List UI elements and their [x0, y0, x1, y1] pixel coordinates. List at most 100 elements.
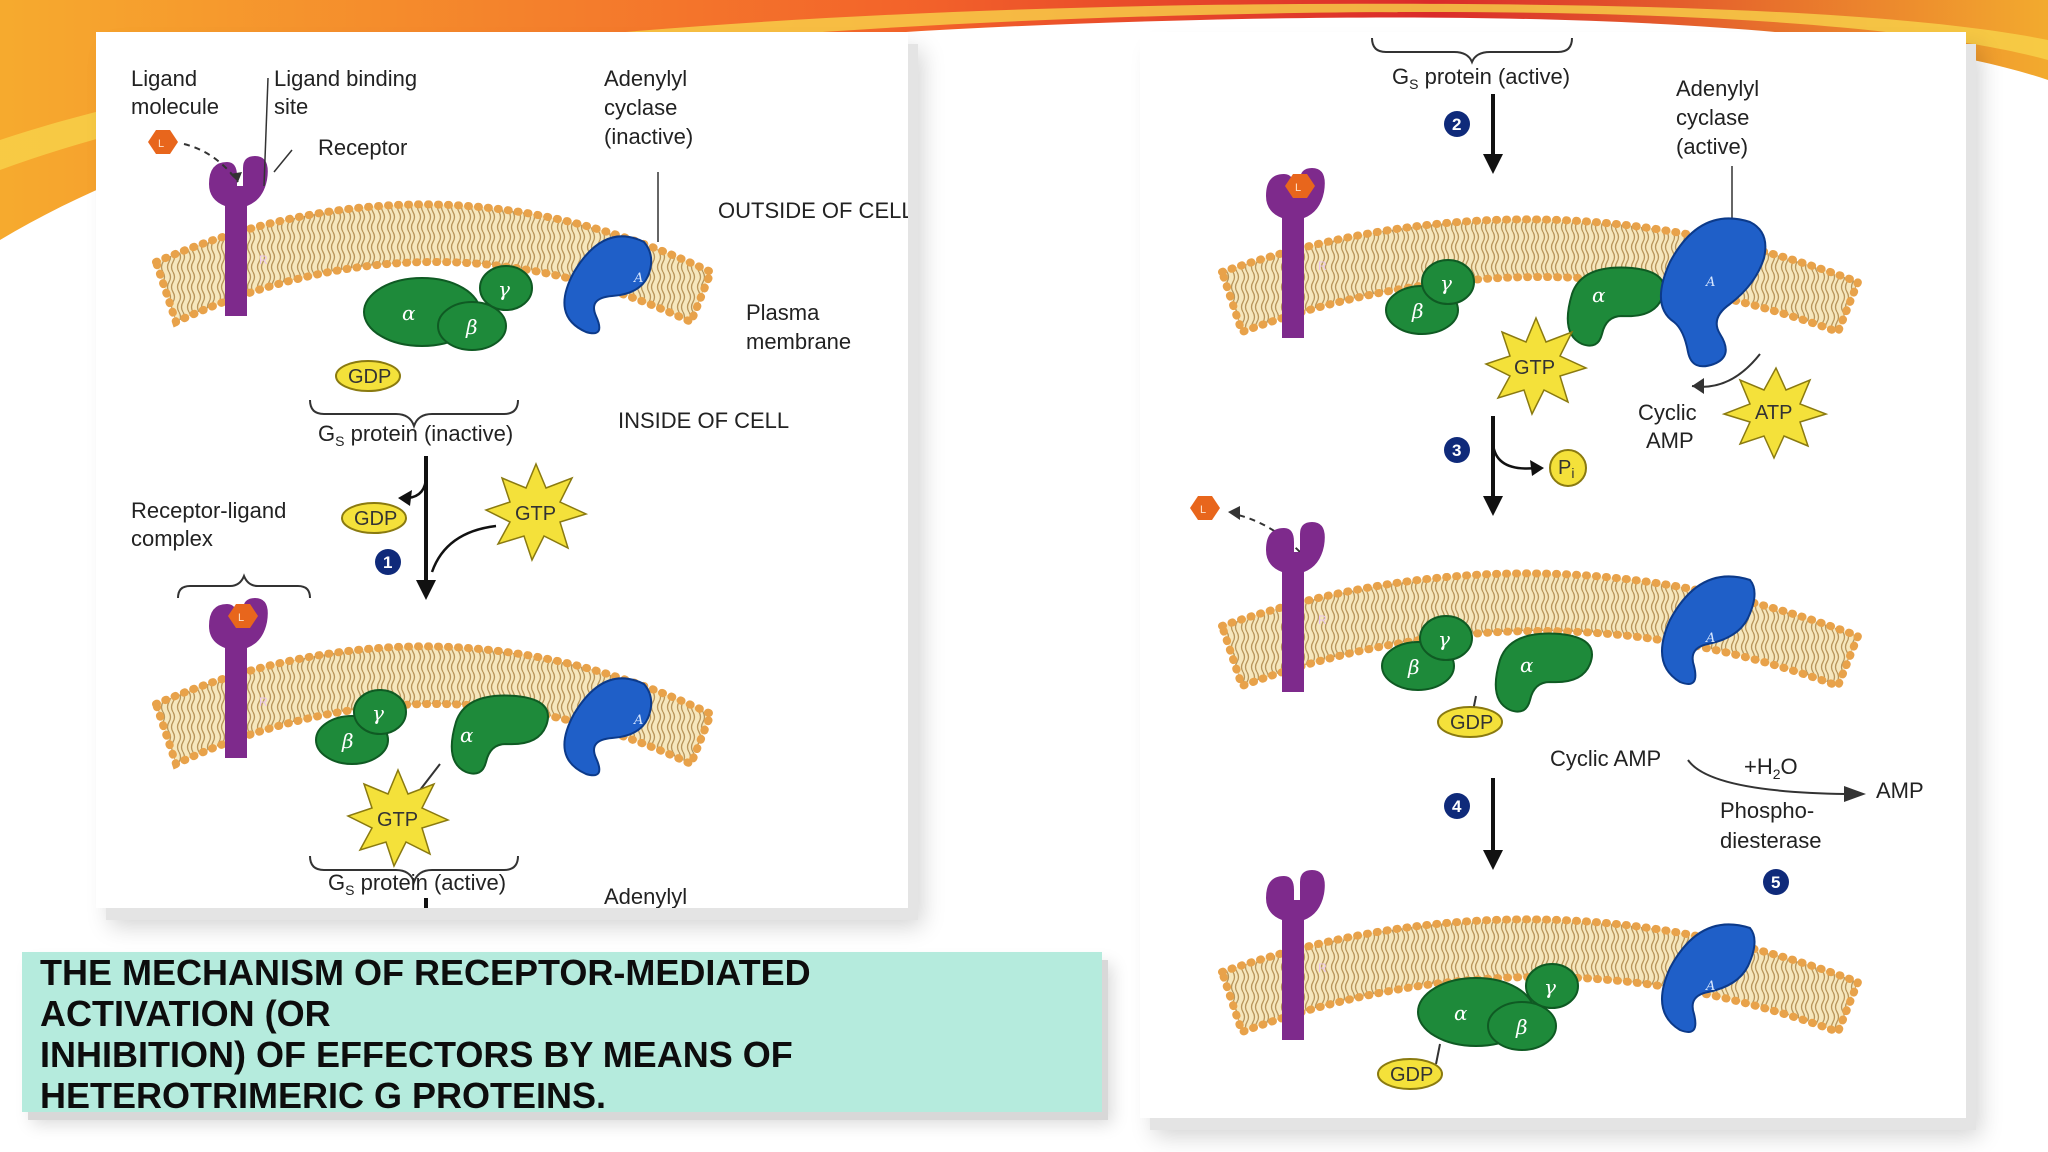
gamma-tag-1: γ [498, 277, 510, 301]
label-phosphodiesterase-1: Phospho- [1720, 798, 1814, 823]
brace-gs-active [309, 855, 519, 886]
svg-text:ATP: ATP [1755, 402, 1792, 424]
adenylyl-cyclase-inactive: A [563, 172, 659, 335]
gdp-token-4: GDP [1377, 1043, 1443, 1090]
g-alpha-right-2: α [1494, 632, 1593, 713]
svg-text:GTP: GTP [1514, 357, 1555, 379]
svg-text:R: R [1318, 259, 1327, 273]
svg-text:GTP: GTP [377, 809, 418, 831]
svg-text:β: β [1515, 1015, 1528, 1039]
gtp-burst-1: GTP [484, 462, 589, 562]
svg-text:4: 4 [1452, 797, 1462, 816]
gdp-token-1: GDP [335, 360, 401, 392]
svg-text:2: 2 [1452, 115, 1461, 134]
label-cyclic-amp: Cyclic AMP [1550, 746, 1661, 771]
label-adenylyl-active-3: (active) [1676, 134, 1748, 159]
ligand-released: L [1190, 496, 1301, 553]
svg-text:α: α [1454, 1001, 1468, 1025]
label-receptor-ligand-1: Receptor-ligand [131, 498, 286, 523]
svg-text:Pi: Pi [1558, 457, 1574, 481]
beta-tag-2: β [341, 729, 354, 753]
caption-title: THE MECHANISM OF RECEPTOR-MEDIATED ACTIV… [40, 952, 1090, 1116]
label-receptor-ligand-2: complex [131, 526, 213, 551]
gtp-burst-2: GTP [346, 763, 451, 868]
svg-text:A: A [633, 713, 643, 728]
label-plasma-membrane-1: Plasma [746, 300, 820, 325]
plasma-membrane-bottom [151, 642, 717, 770]
receptor-bottom: L R [209, 598, 268, 758]
svg-text:A: A [1705, 631, 1715, 646]
g-protein-reassembled: α β γ [1417, 963, 1579, 1051]
label-cyclic-amp-stack-2: AMP [1646, 428, 1694, 453]
label-amp: AMP [1876, 778, 1924, 803]
left-diagram-panel: R L α β γ GDP A Ligand [96, 32, 908, 908]
brace-gs-inactive [309, 399, 519, 430]
caption-line-2: ACTIVATION (OR [40, 993, 331, 1034]
svg-text:GDP: GDP [1390, 1064, 1433, 1086]
label-plasma-membrane-2: membrane [746, 329, 851, 354]
label-gs-active-right: GS protein (active) [1392, 64, 1570, 92]
caption-line-3: INHIBITION) OF EFFECTORS BY MEANS OF [40, 1034, 793, 1075]
label-inside-of-cell: INSIDE OF CELL [618, 408, 789, 433]
g-alpha-right-1: α [1566, 266, 1665, 347]
receptor-right-3: R [1266, 870, 1327, 1040]
svg-text:L: L [1295, 182, 1301, 194]
g-beta-gamma-right-1: β γ [1385, 259, 1475, 335]
svg-text:GDP: GDP [354, 508, 397, 530]
alpha-tag-1: α [402, 301, 416, 325]
svg-text:R: R [1318, 961, 1327, 975]
svg-text:R: R [1318, 613, 1327, 627]
gamma-tag-2: γ [372, 701, 384, 725]
adenylyl-cyclase-bottom: A [563, 677, 653, 777]
plasma-membrane-top [151, 200, 717, 328]
ligand-tag: L [158, 138, 164, 150]
label-outside-of-cell: OUTSIDE OF CELL [718, 198, 908, 223]
svg-text:GDP: GDP [1450, 712, 1493, 734]
phosphate-token: Pi [1549, 449, 1587, 487]
label-binding-site-1: Ligand binding [274, 66, 417, 91]
svg-text:GTP: GTP [515, 503, 556, 525]
gdp-token-2: GDP [341, 502, 407, 534]
label-binding-site-2: site [274, 94, 308, 119]
ligand-tag-bound: L [238, 612, 244, 624]
label-cyclic-amp-stack-1: Cyclic [1638, 400, 1697, 425]
receptor-tag-top: R [259, 253, 268, 267]
label-adenylyl-active-1: Adenylyl [1676, 76, 1759, 101]
beta-tag-1: β [465, 315, 478, 339]
alpha-tag-2: α [460, 723, 474, 747]
atp-burst: ATP [1721, 366, 1829, 460]
label-h2o: +H2O [1744, 754, 1798, 782]
hydrolysis-arrow [1687, 759, 1847, 795]
label-ligand-molecule-2: molecule [131, 94, 219, 119]
label-ligand-molecule-1: Ligand [131, 66, 197, 91]
adenylyl-cyclase-active: A [1659, 217, 1767, 368]
svg-text:A: A [1705, 275, 1715, 290]
step-badge-5: 5 [1763, 869, 1789, 895]
brace-receptor-ligand [177, 573, 311, 599]
gdp-token-3: GDP [1437, 695, 1503, 738]
adenylyl-cyclase-right-3: A [1661, 923, 1756, 1033]
label-adenylyl-1: Adenylyl [604, 66, 687, 91]
svg-text:1: 1 [383, 553, 392, 572]
brace-gs-active-right [1371, 37, 1573, 65]
svg-text:GDP: GDP [348, 366, 391, 388]
svg-text:β: β [1411, 299, 1424, 323]
caption-line-4: HETEROTRIMERIC G PROTEINS. [40, 1075, 607, 1116]
ligand-free: L [148, 130, 242, 183]
receptor-tag-bottom: R [259, 695, 268, 709]
label-gs-active-left: GS protein (active) [328, 870, 506, 898]
svg-text:γ: γ [1440, 271, 1452, 295]
step-badge-2: 2 [1444, 111, 1470, 137]
svg-text:γ: γ [1544, 975, 1556, 999]
svg-text:5: 5 [1771, 873, 1780, 892]
label-adenylyl-3: (inactive) [604, 124, 693, 149]
svg-text:L: L [1200, 504, 1206, 516]
step-badge-4: 4 [1444, 793, 1470, 819]
g-beta-gamma-dissociated: β γ [315, 689, 407, 765]
svg-text:A: A [1705, 979, 1715, 994]
receptor-right-1: L R [1266, 168, 1327, 338]
right-diagram-panel: GS protein (active) 2 Adenylyl cyclase (… [1140, 32, 1966, 1118]
caption-line-1: THE MECHANISM OF RECEPTOR-MEDIATED [40, 952, 811, 993]
label-gs-inactive: GS protein (inactive) [318, 421, 513, 449]
label-receptor: Receptor [318, 135, 407, 160]
